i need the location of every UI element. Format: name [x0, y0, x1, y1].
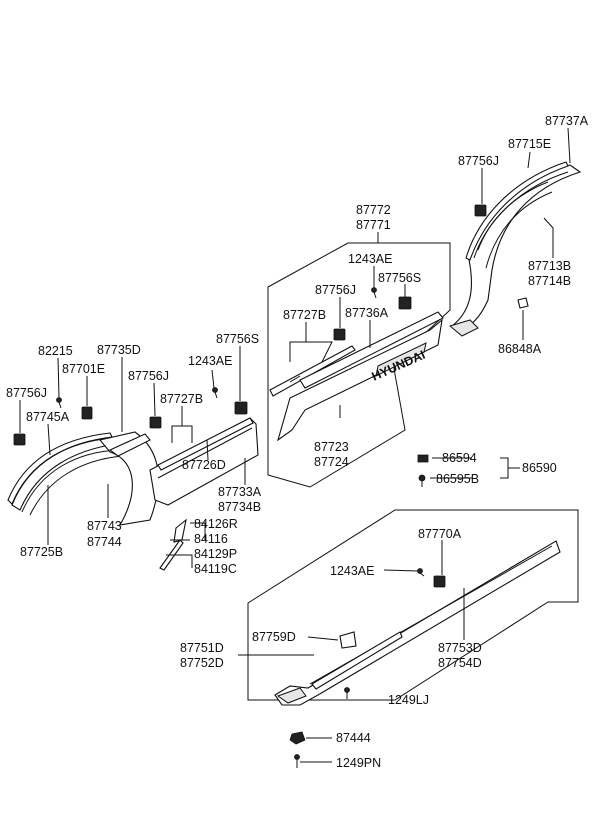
side-sill-box — [247, 509, 579, 701]
label-84129P: 84129P — [194, 547, 237, 561]
screw-1249LJ — [344, 687, 350, 699]
rear-arch-bottom-bracket — [448, 319, 479, 337]
label-87756J-front: 87756J — [128, 369, 169, 383]
label-87734B: 87734B — [218, 500, 261, 514]
label-87756J-rear: 87756J — [458, 154, 499, 168]
label-87756S-front: 87756S — [216, 332, 259, 346]
door-molding-panel-87723 — [277, 318, 443, 442]
label-87733A: 87733A — [218, 485, 262, 499]
label-1249LJ: 1249LJ — [388, 693, 429, 707]
label-1249PN: 1249PN — [336, 756, 381, 770]
label-87752D: 87752D — [180, 656, 224, 670]
label-1243AE-front: 1243AE — [188, 354, 232, 368]
label-87743: 87743 — [87, 519, 122, 533]
label-84116: 84116 — [194, 532, 228, 546]
label-87772: 87772 — [356, 203, 391, 217]
label-87724: 87724 — [314, 455, 349, 469]
clip-87756J-front — [149, 416, 162, 429]
label-87726D: 87726D — [182, 458, 226, 472]
clip-87770A — [433, 575, 446, 588]
clip-87756S-door — [398, 296, 412, 310]
label-87745A: 87745A — [26, 410, 70, 424]
label-87701E: 87701E — [62, 362, 105, 376]
front-molding-87735D — [108, 433, 151, 457]
label-1243AE-sill: 1243AE — [330, 564, 374, 578]
label-1243AE-door: 1243AE — [348, 252, 392, 266]
clip-86848A — [517, 297, 529, 309]
clip-87756S-front — [234, 401, 248, 415]
label-82215: 82215 — [38, 344, 73, 358]
label-87756J-front-left: 87756J — [6, 386, 47, 400]
label-87756J-door: 87756J — [315, 283, 356, 297]
clip-87756J-rear — [474, 204, 487, 217]
label-87756S-door: 87756S — [378, 271, 421, 285]
label-86595B: 86595B — [436, 472, 479, 486]
label-87727B-front: 87727B — [160, 392, 203, 406]
rear-arch-strip — [465, 161, 569, 261]
clip-87756J-front-left — [13, 433, 26, 446]
label-87714B: 87714B — [528, 274, 571, 288]
label-87736A: 87736A — [345, 306, 389, 320]
label-86848A: 86848A — [498, 342, 542, 356]
label-87759D: 87759D — [252, 630, 296, 644]
screw-1249PN — [294, 754, 300, 768]
side-sill-cover — [311, 631, 403, 690]
leader-lines — [19, 127, 571, 763]
retainer-87759D — [339, 631, 357, 649]
label-87715E: 87715E — [508, 137, 551, 151]
fastener-86595B — [418, 474, 426, 487]
label-87713B: 87713B — [528, 259, 571, 273]
label-87771: 87771 — [356, 218, 391, 232]
label-86594: 86594 — [442, 451, 477, 465]
door-molding-strip-87727B — [269, 345, 356, 397]
label-87744: 87744 — [87, 535, 122, 549]
label-86590: 86590 — [522, 461, 557, 475]
front-fender-extension-87743 — [99, 431, 159, 526]
label-87753D: 87753D — [438, 641, 482, 655]
label-84126R: 84126R — [194, 517, 238, 531]
label-87737A: 87737A — [545, 114, 589, 128]
label-87751D: 87751D — [180, 641, 224, 655]
label-87444: 87444 — [336, 731, 371, 745]
label-84119C: 84119C — [194, 562, 237, 576]
label-87725B: 87725B — [20, 545, 63, 559]
label-87754D: 87754D — [438, 656, 482, 670]
fastener-86594 — [417, 454, 429, 463]
screw-1243AE-door — [371, 287, 377, 299]
door-molding-87736A — [299, 311, 444, 389]
nut-87444 — [289, 731, 306, 745]
screw-1243AE-sill — [417, 568, 425, 577]
label-87723: 87723 — [314, 440, 349, 454]
label-87727B-door: 87727B — [283, 308, 326, 322]
part-labels: 87737A 87715E 87756J 87772 87771 1243AE … — [6, 114, 589, 770]
label-87735D: 87735D — [97, 343, 141, 357]
mudguard-bracket-84126R — [173, 518, 187, 543]
screw-82215 — [56, 397, 62, 409]
label-87770A: 87770A — [418, 527, 462, 541]
clip-87756J-door — [333, 328, 346, 341]
front-molding-strip-87727B — [157, 417, 254, 471]
clip-87701E — [81, 406, 93, 420]
screw-1243AE-front — [212, 387, 218, 399]
